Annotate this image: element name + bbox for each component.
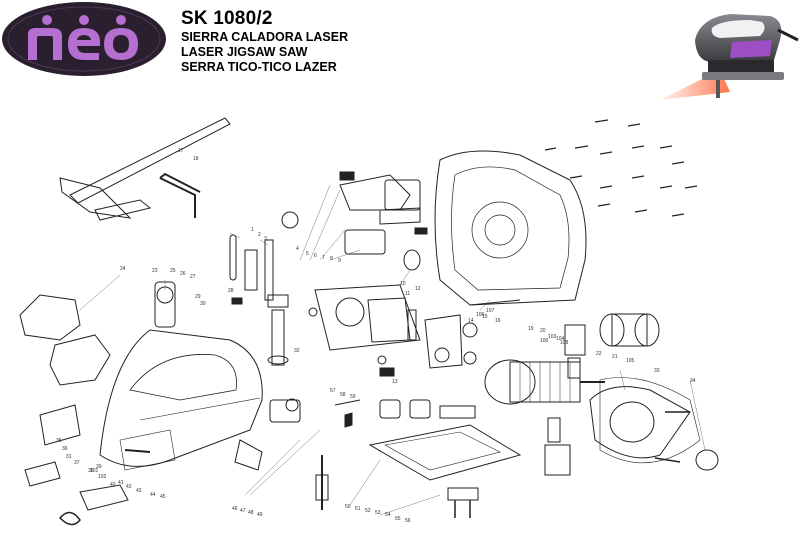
part-number-label: 40 [110, 482, 116, 488]
model-number: SK 1080/2 [181, 8, 273, 29]
part-number-label: 47 [240, 508, 246, 514]
front-small-parts [24, 404, 151, 526]
part-number-label: 52 [365, 508, 371, 514]
part-number-label: 28 [228, 288, 234, 294]
parallel-guide [59, 117, 231, 221]
part-number-label: 105 [626, 358, 635, 364]
switch-assembly [339, 171, 428, 271]
header-titles: SK 1080/2 SIERRA CALADORA LASER LASER JI… [181, 8, 348, 75]
part-number-label: 43 [136, 488, 142, 494]
part-number-label: 12 [415, 286, 421, 292]
product-name-en: LASER JIGSAW SAW [181, 45, 308, 59]
part-number-label: 107 [486, 308, 495, 314]
housing-screws [544, 119, 698, 217]
part-number-label: 2 [258, 232, 261, 238]
part-number-label: 108 [560, 340, 569, 346]
hex-key [159, 172, 201, 218]
part-number-label: 27 [190, 274, 196, 280]
product-photo [660, 14, 799, 100]
part-number-label: 9 [338, 258, 341, 264]
part-number-label: 102 [98, 474, 107, 480]
part-number-label: 55 [395, 516, 401, 522]
part-number-label: 18 [193, 156, 199, 162]
part-number-label: 19 [528, 326, 534, 332]
part-number-label: 51 [355, 506, 361, 512]
part-number-label: 42 [126, 484, 132, 490]
part-number-label: 41 [118, 480, 124, 486]
part-number-label: 23 [152, 268, 158, 274]
part-number-label: 1 [251, 227, 254, 233]
part-number-label: 36 [62, 446, 68, 452]
part-number-label: 21 [612, 354, 618, 360]
part-number-label: 46 [232, 506, 238, 512]
part-number-label: 31 [66, 454, 72, 460]
part-number-label: 3 [264, 236, 267, 242]
part-number-label: 100 [540, 338, 549, 344]
part-number-label: 33 [654, 368, 660, 374]
part-number-label: 45 [160, 494, 166, 500]
part-number-label: 17 [178, 148, 184, 154]
part-number-label: 103 [548, 334, 557, 340]
part-number-label: 37 [74, 460, 80, 466]
part-number-label: 29 [195, 294, 201, 300]
part-number-label: 35 [56, 438, 62, 444]
part-number-label: 13 [392, 379, 398, 385]
brush-assembly [544, 324, 586, 476]
armature [484, 359, 605, 405]
gear-plate [308, 284, 521, 377]
blade-guard [19, 294, 111, 386]
part-number-label: 8 [330, 256, 333, 262]
part-number-label: 11 [405, 291, 410, 297]
part-number-label: 34 [690, 378, 696, 384]
part-number-label: 53 [375, 510, 381, 516]
left-housing [99, 281, 263, 471]
part-number-label: 54 [385, 512, 391, 518]
part-number-label: 5 [306, 251, 309, 257]
part-number-label: 7 [322, 255, 325, 261]
product-name-pt: SERRA TICO-TICO LAZER [181, 60, 337, 74]
part-number-label: 6 [314, 253, 317, 259]
part-number-label: 32 [294, 348, 300, 354]
part-number-label: 16 [495, 318, 501, 324]
part-number-label: 48 [248, 510, 254, 516]
part-number-label: 38 [88, 468, 94, 474]
neo-logo: neo [2, 2, 166, 76]
blade-holder [315, 399, 361, 510]
part-number-label: 57 [330, 388, 336, 394]
part-number-label: 20 [540, 328, 546, 334]
fan-housing [589, 377, 701, 464]
part-number-label: 58 [340, 392, 346, 398]
part-number-label: 30 [200, 301, 206, 307]
part-number-label: 50 [345, 504, 351, 510]
part-number-label: 15 [482, 314, 488, 320]
part-number-label: 26 [180, 271, 186, 277]
plunger-rod [267, 294, 289, 366]
part-number-label: 56 [405, 518, 411, 524]
part-number-label: 101 [90, 468, 99, 474]
part-number-label: 49 [257, 512, 263, 518]
part-number-label: 25 [170, 268, 176, 274]
part-number-label: 4 [296, 246, 299, 252]
exploded-parts-diagram: 1 2 3 4 5 6 7 8 9 10 11 12 13 14 15 16 1… [19, 117, 719, 526]
part-number-label: 39 [96, 464, 102, 470]
part-number-label: 104 [556, 336, 565, 342]
part-number-label: 14 [468, 318, 474, 324]
motor-housing-half [434, 150, 587, 306]
part-number-label: 10 [400, 281, 406, 287]
part-number-label: 22 [596, 351, 602, 357]
part-number-label: 44 [150, 492, 156, 498]
product-name-es: SIERRA CALADORA LASER [181, 30, 349, 44]
base-plate [368, 399, 522, 518]
roller-guide [234, 398, 301, 471]
part-number-label: 24 [120, 266, 126, 272]
blade-clamp-parts [229, 211, 299, 305]
part-number-label: 59 [350, 394, 356, 400]
part-number-label: 106 [476, 312, 485, 318]
motor-end-cap [599, 313, 660, 347]
housing-ring [695, 449, 719, 471]
part-number-labels: 1 2 3 4 5 6 7 8 9 10 11 12 13 14 15 16 1… [56, 148, 696, 524]
